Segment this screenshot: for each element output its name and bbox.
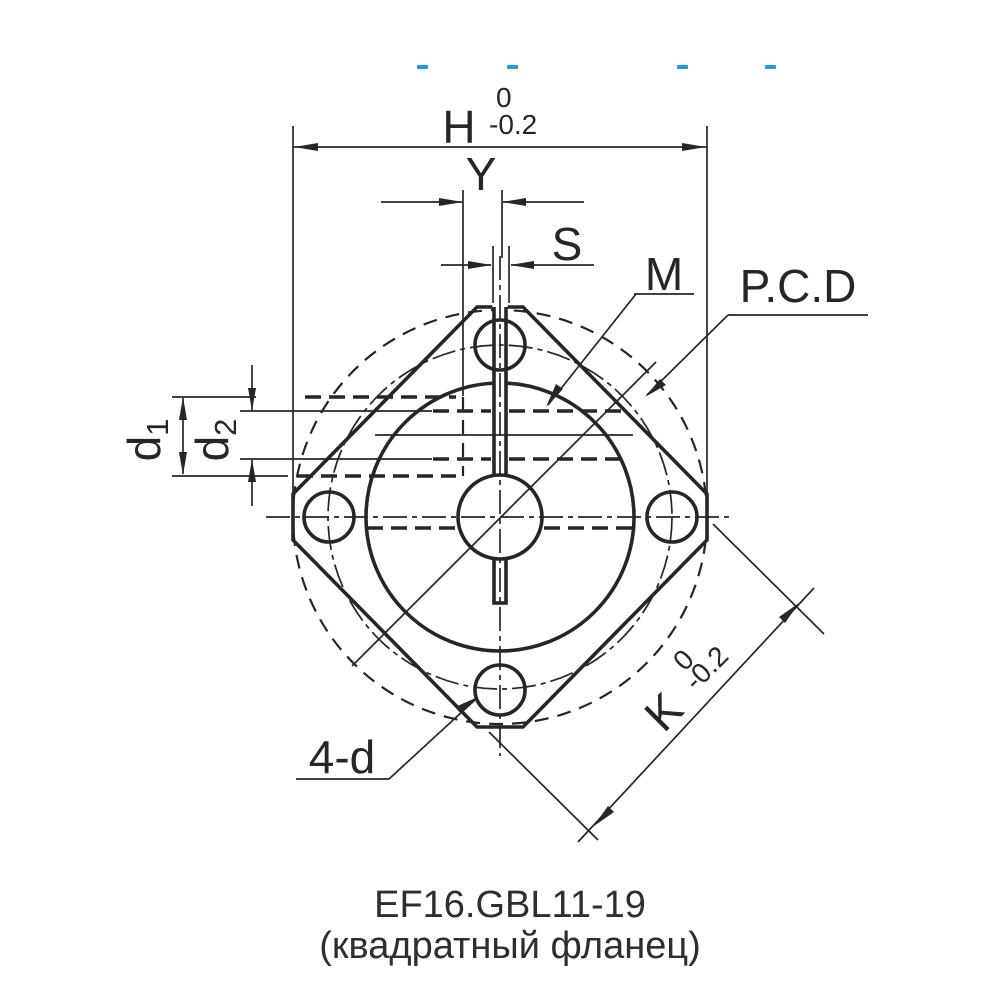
svg-text:d2: d2 [186,419,243,462]
blue-artifact-marks [417,65,776,69]
caption-model: EF16.GBL11-19 [374,884,646,926]
s-dim-label: S [552,218,583,270]
blue-mark [507,65,518,69]
k-tol-lower: -0.2 [678,640,734,696]
holes-label: 4-d [309,731,375,783]
m-label: M [645,248,683,300]
d2-dim-label: d [186,436,238,462]
centerline-diagonal [351,361,657,667]
blue-mark [677,65,688,69]
d1-dim-label: d [118,436,170,462]
y-dim-label: Y [466,148,497,200]
svg-text:d1: d1 [118,419,175,462]
leader-4d: 4-d [296,697,478,783]
h-tol-upper: 0 [496,82,512,113]
k-dim-label: K [634,682,693,741]
dimension-y: Y [381,148,584,206]
blue-mark [417,65,428,69]
d2-dim-sub: 2 [208,419,243,436]
h-dim-label: H [442,101,475,153]
h-tol-lower: -0.2 [489,109,537,140]
caption: EF16.GBL11-19 (квадратный фланец) [319,884,701,967]
hidden-screw-hole [297,395,633,478]
leader-m: M [546,248,694,407]
clamp-slit-walls [492,307,508,605]
dimension-d1: d1 [118,397,187,475]
caption-type: (квадратный фланец) [319,925,701,967]
dimension-s: S [441,218,594,270]
leader-pcd: P.C.D [645,260,868,397]
dimension-h: H 0 -0.2 [294,82,706,153]
dimension-d2: d2 [186,365,256,506]
dimension-k: K 0 -0.2 [577,587,815,843]
bolt-hole-top [473,318,527,372]
extension-lines [172,126,825,841]
d1-dim-sub: 1 [140,419,175,436]
blue-mark [765,65,776,69]
pcd-label: P.C.D [740,260,857,312]
